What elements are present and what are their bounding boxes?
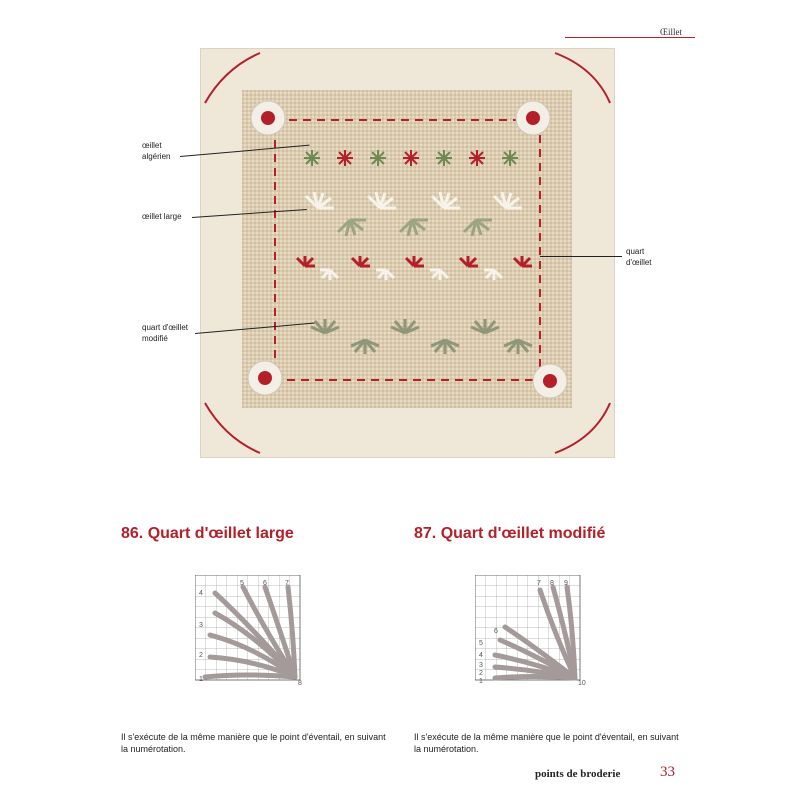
- svg-text:3: 3: [199, 622, 203, 629]
- svg-text:9: 9: [564, 580, 568, 587]
- svg-text:8: 8: [298, 680, 302, 687]
- svg-text:7: 7: [285, 580, 289, 587]
- svg-text:4: 4: [479, 652, 483, 659]
- row-modified-eyelets: [310, 319, 533, 354]
- button-top-left: [250, 100, 286, 136]
- svg-text:6: 6: [263, 580, 267, 587]
- corner-stitch: [554, 402, 611, 454]
- svg-text:2: 2: [479, 670, 483, 677]
- svg-text:6: 6: [494, 628, 498, 635]
- row-algerian-eyelets: [304, 150, 518, 166]
- button-top-right: [515, 100, 551, 136]
- svg-text:10: 10: [578, 680, 586, 687]
- section-title-86: 86. Quart d'œillet large: [121, 525, 294, 542]
- description-87: Il s'exécute de la même manière que le p…: [414, 732, 679, 754]
- callout-algerien: œillet algérien: [142, 141, 171, 161]
- embroidery-photo: [200, 48, 615, 458]
- row-large-eyelets: [304, 191, 522, 237]
- description-86: Il s'exécute de la même manière que le p…: [121, 732, 386, 754]
- stitch-diagram-86: 5 6 7 4 3 2 1 8: [195, 575, 302, 687]
- header-rule: [565, 37, 695, 38]
- svg-text:5: 5: [240, 580, 244, 587]
- stitch-diagram-87: 7 8 9 6 5 4 3 2 1 10: [475, 575, 586, 687]
- corner-stitch: [204, 52, 261, 104]
- button-bottom-right: [532, 363, 568, 399]
- button-bottom-left: [247, 360, 283, 396]
- callout-line: [540, 256, 622, 257]
- corner-stitch: [204, 402, 261, 454]
- svg-text:3: 3: [479, 662, 483, 669]
- callout-large: œillet large: [142, 212, 182, 221]
- callout-quart: quart d'œillet: [626, 247, 652, 267]
- svg-text:7: 7: [537, 580, 541, 587]
- svg-text:1: 1: [479, 678, 483, 685]
- svg-text:4: 4: [199, 590, 203, 597]
- footer-label: points de broderie: [535, 768, 621, 780]
- dashed-border: [274, 119, 541, 381]
- svg-text:2: 2: [199, 652, 203, 659]
- corner-stitch: [554, 52, 611, 104]
- svg-text:1: 1: [199, 676, 203, 683]
- row-quarter-eyelets: [295, 256, 532, 280]
- section-tag: Œillet: [660, 27, 682, 37]
- svg-text:8: 8: [550, 580, 554, 587]
- svg-text:5: 5: [479, 640, 483, 647]
- section-title-87: 87. Quart d'œillet modifié: [414, 525, 606, 542]
- callout-modifie: quart d'œillet modifié: [142, 323, 188, 343]
- burlap-panel: [242, 90, 572, 408]
- page-number: 33: [660, 764, 675, 780]
